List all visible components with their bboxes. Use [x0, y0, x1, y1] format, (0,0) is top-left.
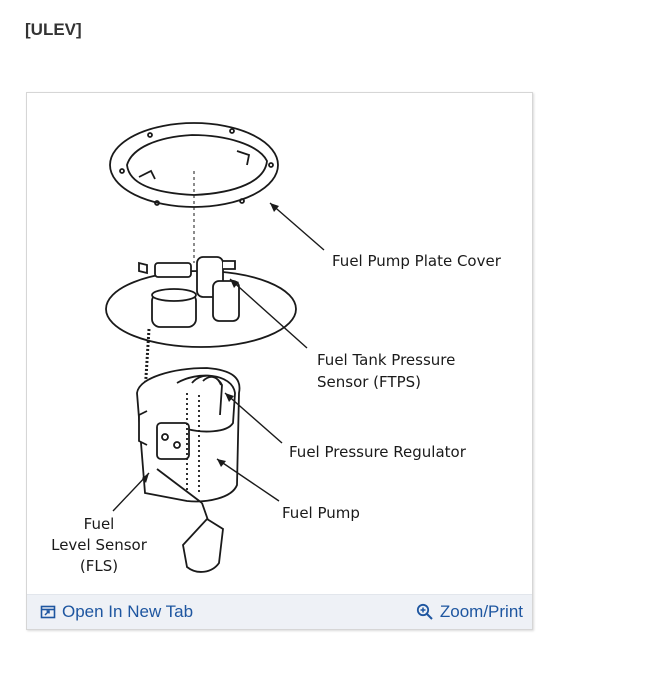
- label-ftps-line2: Sensor (FTPS): [317, 373, 421, 391]
- zoom-in-icon: [416, 603, 434, 621]
- label-fls-line2: Level Sensor: [51, 536, 148, 554]
- level-sensor-float: [156, 468, 224, 573]
- label-fuel-pump: Fuel Pump: [282, 504, 360, 522]
- card-footer: Open In New Tab Zoom/Print: [27, 594, 532, 629]
- label-plate-cover: Fuel Pump Plate Cover: [332, 252, 502, 270]
- fuel-pump-diagram: Fuel Pump Plate Cover Fuel Tank Pressure…: [51, 122, 502, 575]
- page-heading: [ULEV]: [25, 20, 82, 39]
- label-ftps-line1: Fuel Tank Pressure: [317, 351, 455, 369]
- label-fls-line1: Fuel: [84, 515, 115, 533]
- pump-assembly: [136, 328, 241, 503]
- label-regulator: Fuel Pressure Regulator: [289, 443, 467, 461]
- open-in-new-tab-link[interactable]: Open In New Tab: [40, 595, 193, 629]
- zoom-print-label: Zoom/Print: [439, 602, 523, 621]
- open-in-new-tab-label: Open In New Tab: [62, 602, 194, 621]
- label-fls-line3: (FLS): [80, 557, 118, 575]
- open-in-new-tab-icon: [40, 604, 56, 620]
- plate-cover-gasket: [109, 122, 279, 208]
- zoom-print-link[interactable]: Zoom/Print: [416, 595, 523, 629]
- pump-flange: [105, 256, 297, 348]
- figure-card: Fuel Pump Plate Cover Fuel Tank Pressure…: [26, 92, 533, 630]
